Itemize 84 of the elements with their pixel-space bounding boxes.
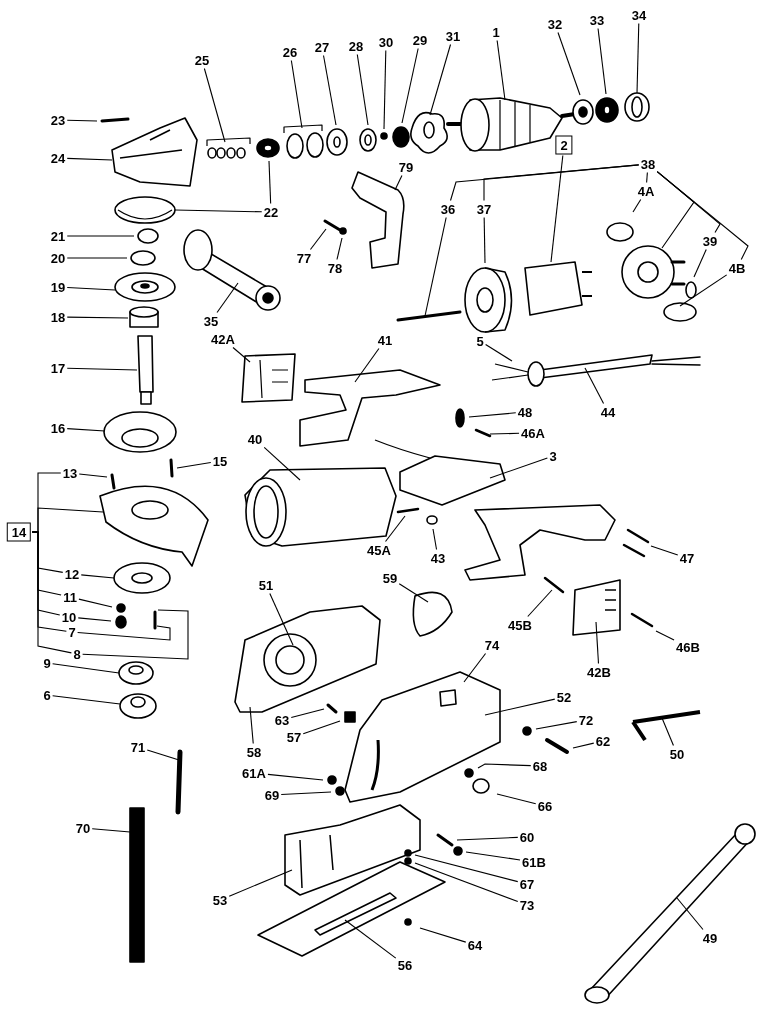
leader-line [322, 54, 337, 126]
leader-line [468, 412, 517, 418]
leader-line [232, 346, 251, 363]
leader-line [656, 171, 749, 261]
leader-line [66, 367, 138, 371]
leader-line [557, 31, 581, 96]
leader-line [384, 515, 406, 543]
leader-line [489, 457, 548, 479]
leader-line [483, 216, 486, 264]
boxed-callout-number: 2 [555, 135, 573, 155]
leader-line [465, 851, 521, 861]
leader-line [336, 237, 343, 261]
leader-line [597, 27, 607, 95]
leader-line [80, 574, 115, 579]
leader-line [661, 717, 674, 747]
leader-line [414, 854, 519, 883]
leader-line [66, 286, 116, 291]
leader-line [655, 630, 675, 641]
leader-line [676, 897, 704, 931]
leader-line [656, 171, 721, 234]
leader-line [383, 49, 387, 130]
leader-line [302, 720, 341, 735]
leader-line [203, 67, 226, 143]
leader-line [66, 428, 106, 432]
leader-line [636, 22, 640, 94]
leader-line [477, 763, 532, 769]
leader-line [646, 171, 648, 184]
leader-line [77, 625, 171, 641]
leader-line [91, 828, 131, 833]
leader-line [429, 43, 452, 116]
leader-line [290, 59, 303, 129]
leader-line [82, 609, 189, 660]
leader-line [66, 316, 129, 319]
leader-line [269, 592, 294, 646]
leader-line [424, 216, 447, 317]
leader-line [52, 695, 121, 705]
leader-line [414, 862, 519, 903]
leader-line [356, 53, 369, 126]
leader-line [66, 157, 113, 161]
leader-line [483, 164, 640, 202]
boxed-callout-number: 14 [6, 522, 32, 542]
leader-line [496, 793, 537, 805]
leader-line [78, 473, 108, 478]
leader-line [584, 367, 605, 405]
leader-line [394, 174, 403, 191]
leader-line [485, 343, 513, 362]
leader-line [146, 749, 180, 761]
leader-line [52, 663, 120, 674]
leader-line [693, 248, 707, 278]
leader-line [66, 235, 135, 237]
leader-line [572, 742, 595, 749]
leader-line [432, 528, 438, 551]
leader-line [309, 228, 327, 251]
leader-line [344, 919, 397, 959]
leader-line [228, 869, 293, 897]
leader-line [489, 432, 520, 435]
leader-line [66, 257, 128, 259]
leader-line [463, 652, 487, 683]
leader-line [77, 617, 112, 622]
leader-line [632, 198, 642, 213]
leader-line [401, 47, 419, 124]
leader-line [550, 154, 564, 263]
leader-line [496, 39, 506, 101]
leader-line [216, 282, 239, 314]
leader-line [419, 927, 467, 943]
leader-line [263, 446, 301, 481]
leader-line [174, 209, 263, 213]
leader-line [249, 706, 254, 745]
leader-line [679, 274, 728, 307]
leader-line [267, 773, 324, 781]
leader-line [290, 708, 325, 719]
leader-line [535, 721, 578, 730]
leader-line [268, 160, 272, 205]
leader-line [176, 461, 212, 469]
leader-line [354, 347, 380, 383]
leader-line [650, 545, 679, 556]
leader-line [398, 583, 429, 603]
leader-line [595, 621, 600, 665]
leader-line [78, 598, 113, 608]
leader-line [66, 119, 98, 122]
leader-line [280, 791, 332, 796]
leader-line [456, 836, 519, 841]
leader-line [484, 698, 556, 716]
leader-line [527, 589, 553, 618]
